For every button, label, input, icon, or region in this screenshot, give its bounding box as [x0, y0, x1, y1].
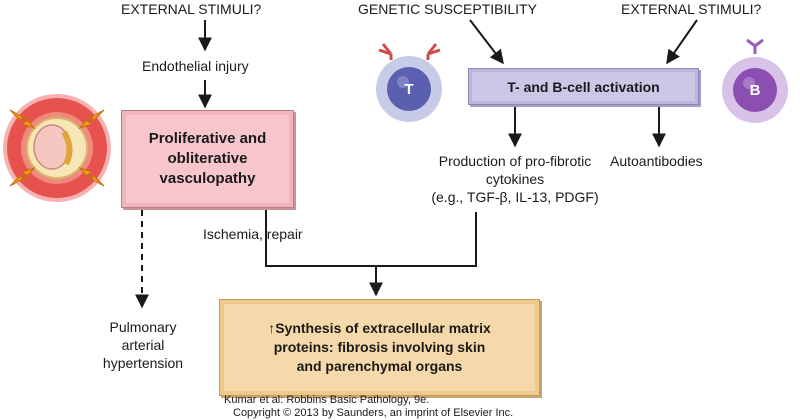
tb-activation-label: T- and B-cell activation [507, 78, 660, 95]
tb-activation-box: T- and B-cell activation [468, 68, 699, 105]
arrow-stimuli-to-activation [666, 19, 698, 65]
vasculopathy-line2: obliterative [167, 150, 248, 167]
ischemia-repair-label: Ischemia, repair [203, 226, 303, 242]
fibrosis-line1: ↑Synthesis of extracellular matrix [268, 319, 491, 338]
b-cell-label: B [749, 82, 761, 99]
autoantibodies-label: Autoantibodies [610, 153, 703, 169]
fibrosis-line2: proteins: fibrosis involving skin [273, 339, 486, 355]
cytokines-line2: cytokines [485, 171, 545, 187]
vasculopathy-box: Proliferative and obliterative vasculopa… [121, 110, 294, 208]
t-cell-label: T [404, 81, 414, 98]
b-cell-icon [722, 38, 788, 123]
external-stimuli-left-label: EXTERNAL STIMULI? [121, 1, 262, 17]
endothelial-injury-label: Endothelial injury [142, 58, 249, 74]
pulmonary-hypertension-label: Pulmonary arterial hypertension [80, 318, 206, 372]
fibrosis-box: ↑Synthesis of extracellular matrix prote… [219, 299, 540, 396]
line-vasculopathy-to-merge [265, 210, 477, 267]
cytokines-line3: (e.g., TGF-β, IL-13, PDGF) [431, 189, 599, 205]
pulmonary-line2: arterial [121, 337, 165, 353]
vasculopathy-line3: vasculopathy [159, 170, 256, 187]
arrow-genetic-to-activation [469, 19, 504, 65]
vasculopathy-line1: Proliferative and [148, 130, 267, 147]
citation-line1: Kumar et al: Robbins Basic Pathology, 9e… [224, 394, 430, 406]
pulmonary-line3: hypertension [102, 355, 184, 371]
pulmonary-line1: Pulmonary [109, 319, 177, 335]
fibrosis-line3: and parenchymal organs [296, 358, 463, 374]
citation-line2: Copyright © 2013 by Saunders, an imprint… [233, 407, 514, 419]
external-stimuli-right-label: EXTERNAL STIMULI? [621, 1, 762, 17]
genetic-susceptibility-label: GENETIC SUSCEPTIBILITY [358, 1, 537, 17]
cytokines-line1: Production of pro-fibrotic [438, 153, 592, 169]
cytokines-label: Production of pro-fibrotic cytokines (e.… [360, 152, 670, 206]
vessel-cross-section-icon [3, 94, 111, 202]
fibrosis-line1-text: Synthesis of extracellular matrix [275, 320, 491, 336]
increase-arrow-icon: ↑ [268, 320, 276, 336]
t-cell-icon [376, 43, 442, 122]
